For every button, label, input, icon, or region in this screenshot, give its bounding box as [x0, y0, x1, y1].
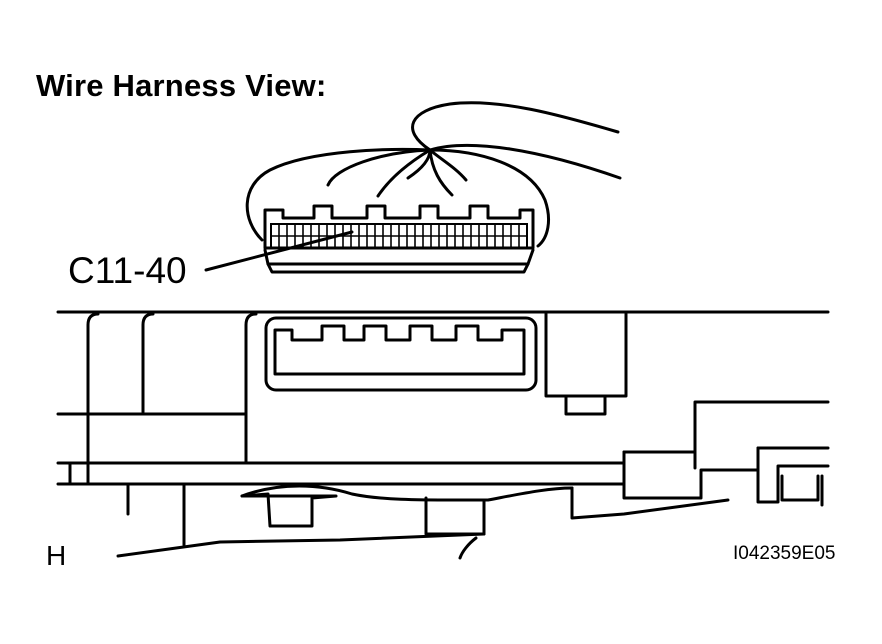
- mounting-bracket: [56, 310, 830, 547]
- connector-pin-grid: [271, 224, 527, 248]
- wire-bundle: [245, 101, 622, 248]
- side-label: H: [46, 540, 67, 571]
- lower-profile: [116, 484, 574, 560]
- connector-label: C11-40: [68, 250, 187, 291]
- diagram-title: Wire Harness View:: [36, 68, 327, 103]
- connector-leader-line: [204, 230, 354, 272]
- connector-receptacle: [264, 316, 538, 392]
- figure-id: I042359E05: [733, 543, 836, 564]
- right-housing: [570, 400, 830, 520]
